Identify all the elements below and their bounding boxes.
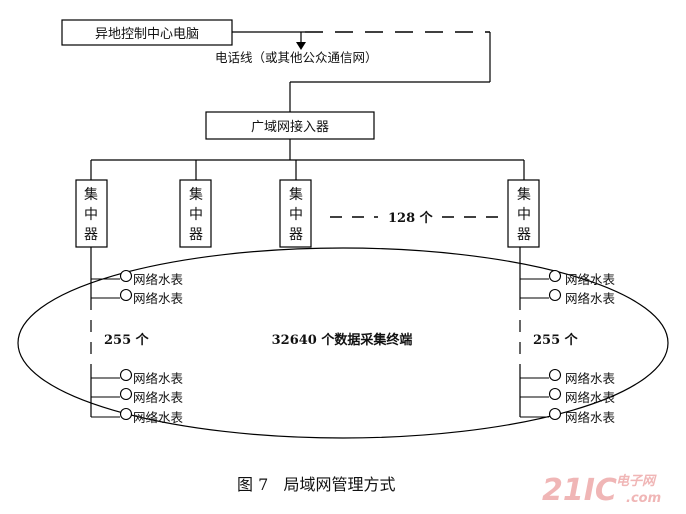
- concentrator-char: 中: [84, 207, 98, 223]
- watermark-domain: .com: [626, 491, 661, 506]
- left-meter-4: 网络水表: [91, 387, 184, 405]
- left-meter-1: 网络水表: [91, 269, 184, 287]
- concentrator-3: 集 中 器: [279, 179, 312, 248]
- site-watermark: 21IC 电子网 .com: [542, 473, 661, 508]
- concentrator-char: 器: [517, 227, 531, 243]
- concentrator-1: 集 中 器: [75, 179, 108, 248]
- terminal-ellipse: [17, 247, 669, 439]
- remote-pc-box: [61, 19, 233, 46]
- concentrator-count-label: 128 个: [388, 210, 434, 226]
- meter-label: 网络水表: [565, 291, 616, 306]
- meter-label: 网络水表: [565, 371, 616, 386]
- concentrator-char: 中: [189, 207, 203, 223]
- right-meter-2: 网络水表: [520, 288, 616, 306]
- meter-node-icon: [548, 368, 562, 382]
- concentrator-2: 集 中 器: [179, 179, 212, 248]
- meter-node-icon: [119, 368, 133, 382]
- concentrator-char: 中: [517, 207, 531, 223]
- right-meter-1: 网络水表: [520, 269, 616, 287]
- meter-node-icon: [548, 387, 562, 401]
- meter-label: 网络水表: [133, 272, 184, 287]
- wan-access-label: 广域网接入器: [251, 119, 329, 135]
- terminal-total-label: 32640 个数据采集终端: [272, 332, 413, 348]
- right-meter-count: 255 个: [533, 332, 579, 348]
- meter-label: 网络水表: [133, 390, 184, 405]
- left-meter-count: 255 个: [104, 332, 150, 348]
- meter-node-icon: [119, 407, 133, 421]
- meter-label: 网络水表: [133, 291, 184, 306]
- meter-label: 网络水表: [565, 390, 616, 405]
- figure-caption: 图 7 局域网管理方式: [237, 475, 396, 494]
- concentrator-char: 集: [84, 186, 98, 203]
- meter-node-icon: [548, 269, 562, 283]
- watermark-subtitle: 电子网: [616, 473, 657, 489]
- phone-line-label: 电话线（或其他公众通信网）: [215, 50, 378, 65]
- right-meter-4: 网络水表: [520, 387, 616, 405]
- concentrator-char: 器: [289, 227, 303, 243]
- meter-label: 网络水表: [565, 272, 616, 287]
- wan-access-box: [205, 111, 375, 140]
- meter-node-icon: [119, 288, 133, 302]
- concentrator-char: 器: [84, 227, 98, 243]
- phone-line-arrowhead: [296, 42, 306, 50]
- concentrator-char: 集: [189, 186, 203, 203]
- concentrator-char: 器: [189, 227, 203, 243]
- watermark-logo: 21IC: [542, 473, 617, 508]
- meter-label: 网络水表: [565, 410, 616, 425]
- meter-label: 网络水表: [133, 371, 184, 386]
- right-meter-3: 网络水表: [520, 368, 616, 386]
- meter-node-icon: [548, 407, 562, 421]
- meter-node-icon: [119, 387, 133, 401]
- meter-node-icon: [548, 288, 562, 302]
- left-meter-5: 网络水表: [91, 407, 184, 425]
- right-meter-5: 网络水表: [520, 407, 616, 425]
- concentrator-char: 集: [517, 186, 531, 203]
- remote-pc-label: 异地控制中心电脑: [95, 27, 199, 42]
- concentrator-4: 集 中 器: [507, 179, 540, 248]
- left-meter-3: 网络水表: [91, 368, 184, 386]
- concentrator-char: 集: [289, 186, 303, 203]
- left-meter-2: 网络水表: [91, 288, 184, 306]
- meter-label: 网络水表: [133, 410, 184, 425]
- meter-node-icon: [119, 269, 133, 283]
- concentrator-char: 中: [289, 207, 303, 223]
